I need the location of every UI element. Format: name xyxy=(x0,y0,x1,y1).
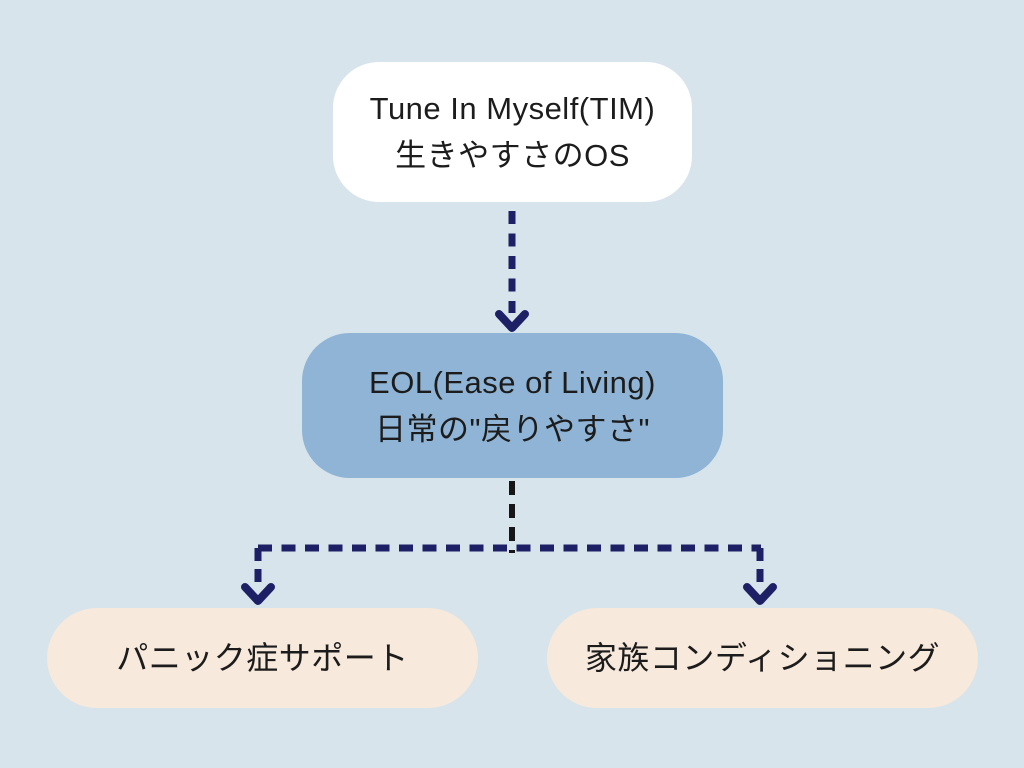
node-family-conditioning-label: 家族コンディショニング xyxy=(584,640,941,676)
node-panic-support: パニック症サポート xyxy=(47,608,478,708)
node-panic-support-label: パニック症サポート xyxy=(116,640,409,676)
edge-tim-eol-arrowhead-icon xyxy=(495,310,529,332)
node-ease-of-living-subtitle: 日常の"戻りやすさ" xyxy=(374,411,650,447)
edge-eol-panic-arrowhead-icon xyxy=(241,583,275,605)
node-ease-of-living: EOL(Ease of Living) 日常の"戻りやすさ" xyxy=(302,333,723,478)
edge-eol-family-arrowhead-icon xyxy=(743,583,777,605)
node-family-conditioning: 家族コンディショニング xyxy=(547,608,978,708)
node-tune-in-myself-title: Tune In Myself(TIM) xyxy=(369,91,656,126)
node-tune-in-myself-subtitle: 生きやすさのOS xyxy=(395,138,630,173)
node-tune-in-myself: Tune In Myself(TIM) 生きやすさのOS xyxy=(333,62,692,202)
node-ease-of-living-title: EOL(Ease of Living) xyxy=(369,364,656,400)
